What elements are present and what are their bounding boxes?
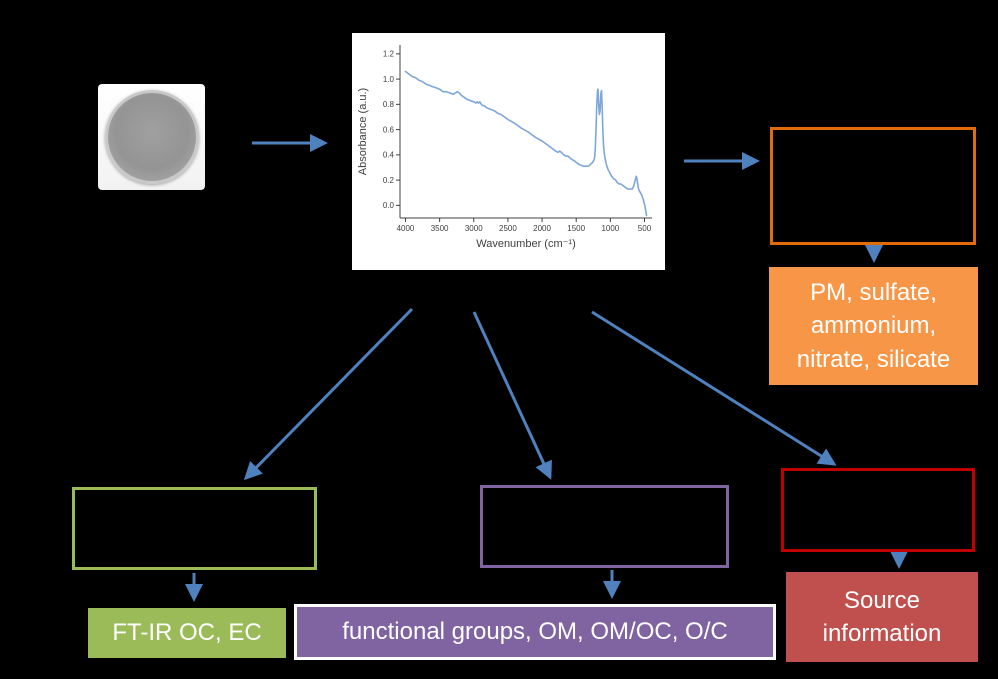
x-tick-label: 3500 [431, 224, 449, 233]
x-tick-label: 1500 [567, 224, 585, 233]
result-ftir-oc-ec: FT-IR OC, EC [88, 608, 286, 658]
ftir-spectrum-chart: 0.0 0.2 0.4 0.6 0.8 1.0 1.2 4000 3500 3000 2500 200… [357, 45, 652, 250]
box-oc-analysis [72, 487, 317, 570]
result-pm-species: PM, sulfate, ammonium, nitrate, silicate [769, 267, 978, 385]
filter-disc [104, 90, 199, 184]
y-tick-label: 0.2 [383, 176, 395, 185]
box-fg-analysis [480, 485, 729, 568]
y-tick-label: 1.2 [383, 50, 395, 59]
box-pm-analysis [770, 127, 976, 245]
y-tick-label: 0.0 [383, 201, 395, 210]
y-tick-label: 0.4 [383, 151, 395, 160]
result-functional-groups-label: functional groups, OM, OM/OC, O/C [342, 618, 728, 646]
filter-sample-photo [98, 84, 205, 190]
x-tick-label: 2500 [499, 224, 517, 233]
y-axis-title: Absorbance (a.u.) [357, 88, 369, 175]
y-tick-label: 0.6 [383, 125, 395, 134]
arrow-spectrum-to-oc-analysis [243, 307, 414, 481]
x-tick-label: 500 [638, 224, 652, 233]
y-tick-label: 0.8 [383, 100, 395, 109]
spectrum-line [404, 70, 648, 217]
x-tick-label: 1000 [601, 224, 619, 233]
result-ftir-oc-ec-label: FT-IR OC, EC [112, 619, 262, 647]
result-pm-species-label: PM, sulfate, ammonium, nitrate, silicate [796, 279, 951, 373]
y-tick-label: 1.0 [383, 75, 395, 84]
result-source-information: Source information [786, 572, 978, 662]
box-source-analysis [781, 468, 975, 552]
x-tick-label: 3000 [465, 224, 483, 233]
ftir-spectrum-panel: 0.0 0.2 0.4 0.6 0.8 1.0 1.2 4000 3500 3000 2500 200… [352, 33, 665, 270]
result-source-information-label: Source information [822, 586, 942, 647]
arrow-spectrum-to-fg-analysis [472, 311, 552, 480]
result-functional-groups: functional groups, OM, OM/OC, O/C [294, 604, 776, 660]
x-tick-label: 4000 [397, 224, 415, 233]
x-tick-label: 2000 [533, 224, 551, 233]
x-axis-title: Wavenumber (cm⁻¹) [476, 238, 576, 250]
